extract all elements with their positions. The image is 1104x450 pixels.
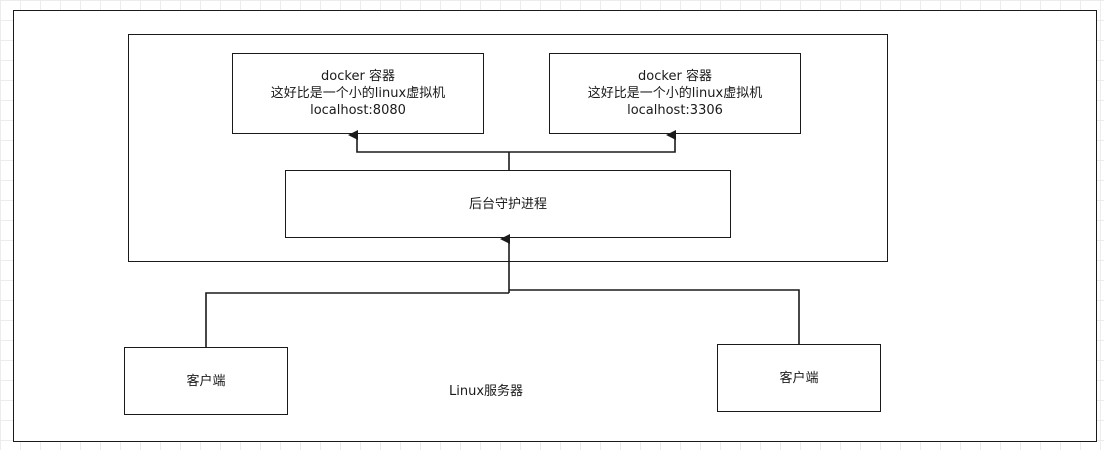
container-title: docker 容器 — [321, 69, 395, 84]
container-description: 这好比是一个小的linux虚拟机 — [587, 86, 763, 101]
client-label: 客户端 — [779, 370, 819, 386]
docker-container-8080: docker 容器 这好比是一个小的linux虚拟机 localhost:808… — [232, 53, 484, 134]
container-address: localhost:8080 — [310, 103, 406, 118]
daemon-label: 后台守护进程 — [468, 196, 547, 212]
linux-server-label: Linux服务器 — [449, 384, 524, 399]
client-label: 客户端 — [186, 373, 226, 389]
daemon-process-box: 后台守护进程 — [285, 170, 731, 238]
client-box-left: 客户端 — [124, 347, 288, 415]
container-title: docker 容器 — [638, 69, 712, 84]
docker-container-3306: docker 容器 这好比是一个小的linux虚拟机 localhost:330… — [549, 53, 801, 134]
container-description: 这好比是一个小的linux虚拟机 — [270, 86, 446, 101]
client-box-right: 客户端 — [717, 344, 881, 412]
container-address: localhost:3306 — [627, 103, 723, 118]
